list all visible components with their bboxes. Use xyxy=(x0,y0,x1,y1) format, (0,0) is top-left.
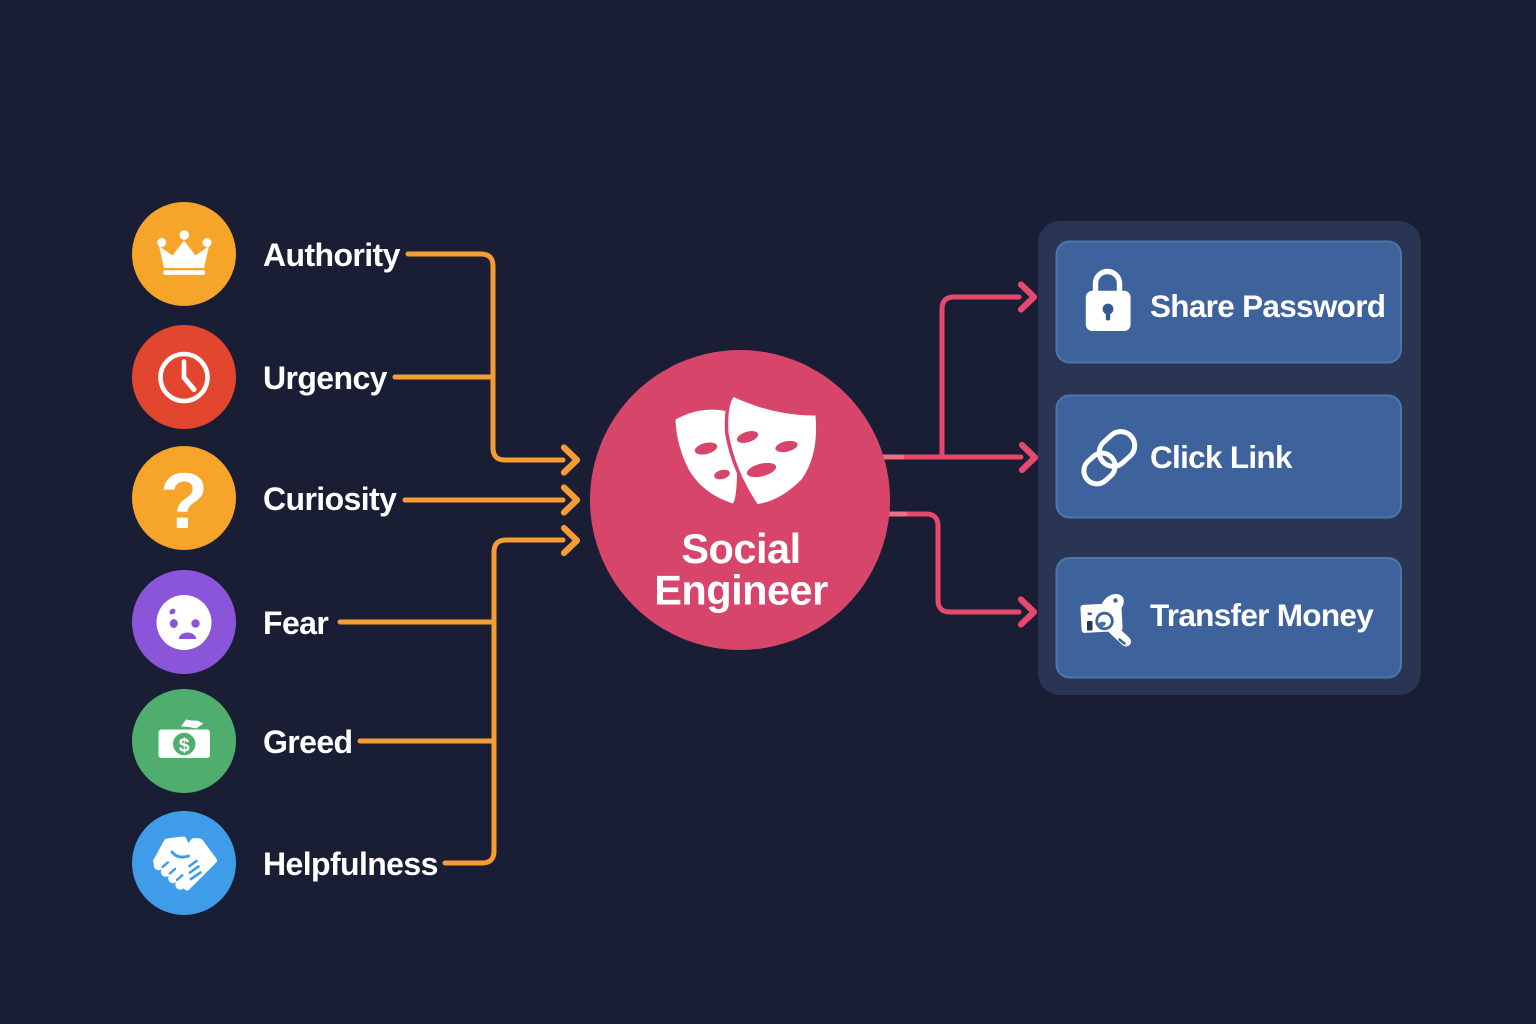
svg-text:Engineer: Engineer xyxy=(654,567,828,614)
svg-text:Fear: Fear xyxy=(263,605,328,641)
svg-text:?: ? xyxy=(160,456,208,545)
svg-text:Urgency: Urgency xyxy=(263,360,388,396)
svg-text:Authority: Authority xyxy=(263,237,401,273)
svg-text:Greed: Greed xyxy=(263,724,353,760)
svg-text:Social: Social xyxy=(681,525,800,572)
svg-text:Share Password: Share Password xyxy=(1150,288,1385,324)
svg-text:Helpfulness: Helpfulness xyxy=(263,846,438,882)
svg-text:Transfer Money: Transfer Money xyxy=(1150,597,1374,633)
svg-text:Click Link: Click Link xyxy=(1150,439,1293,475)
svg-text:$: $ xyxy=(179,735,190,757)
svg-text:Curiosity: Curiosity xyxy=(263,481,397,517)
